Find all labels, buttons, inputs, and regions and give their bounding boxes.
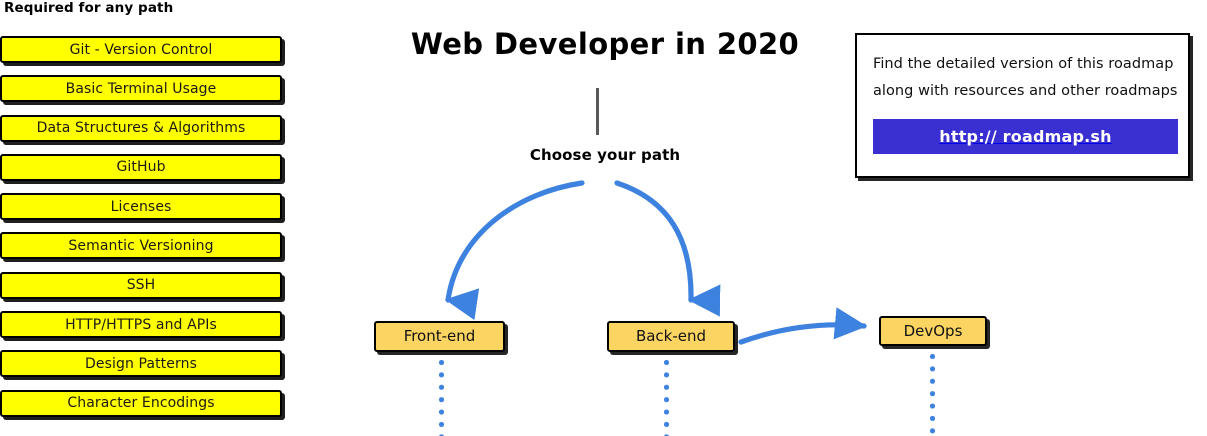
choose-your-path-label: Choose your path	[529, 146, 681, 164]
required-topic-item[interactable]: Licenses	[0, 193, 282, 221]
required-section-heading: Required for any path	[4, 0, 174, 16]
required-topic-item[interactable]: Character Encodings	[0, 389, 282, 417]
path-node-front-end[interactable]: Front-end	[374, 321, 505, 352]
roadmap-link-button[interactable]: http:// roadmap.sh	[873, 119, 1178, 154]
arrow-to-backend	[614, 180, 721, 317]
path-node-devops[interactable]: DevOps	[879, 316, 987, 346]
required-topic-item[interactable]: GitHub	[0, 153, 282, 181]
arrow-to-frontend	[444, 180, 585, 321]
required-topic-item[interactable]: Data Structures & Algorithms	[0, 114, 282, 142]
required-topic-label: Design Patterns	[85, 355, 197, 372]
path-node-back-end[interactable]: Back-end	[607, 321, 735, 352]
trunk-connector-line	[596, 88, 599, 135]
dotted-stem-devops	[930, 354, 935, 436]
info-card-line-2: along with resources and other roadmaps	[873, 83, 1178, 99]
required-topic-label: Basic Terminal Usage	[65, 80, 217, 97]
required-topic-label: Data Structures & Algorithms	[36, 120, 246, 137]
required-for-any-path-section: Required for any path Git - Version Cont…	[0, 0, 292, 436]
info-card: Find the detailed version of this roadma…	[855, 33, 1190, 178]
required-topic-item[interactable]: Git - Version Control	[0, 36, 282, 63]
path-node-label: Front-end	[403, 327, 476, 345]
required-topic-item[interactable]: HTTP/HTTPS and APIs	[0, 311, 282, 339]
required-topic-label: SSH	[126, 277, 156, 294]
required-topic-label: Licenses	[110, 198, 172, 215]
dotted-stem-back-end	[664, 360, 669, 436]
required-topic-item[interactable]: Basic Terminal Usage	[0, 75, 282, 103]
required-topic-item[interactable]: Design Patterns	[0, 350, 282, 378]
page-title: Web Developer in 2020	[410, 27, 800, 61]
info-card-line-1: Find the detailed version of this roadma…	[873, 56, 1174, 72]
required-topic-label: HTTP/HTTPS and APIs	[65, 316, 217, 333]
required-topic-label: Semantic Versioning	[68, 237, 214, 254]
roadmap-link-label: http:// roadmap.sh	[939, 127, 1112, 146]
path-node-label: DevOps	[903, 321, 963, 340]
required-topic-item[interactable]: Semantic Versioning	[0, 232, 282, 260]
arrow-backend-to-devops	[738, 307, 868, 345]
dotted-stem-front-end	[439, 360, 444, 436]
required-topic-label: Git - Version Control	[69, 41, 213, 58]
path-node-label: Back-end	[635, 327, 707, 345]
required-topic-label: Character Encodings	[67, 395, 215, 412]
required-topic-item[interactable]: SSH	[0, 271, 282, 299]
required-topic-label: GitHub	[116, 159, 166, 176]
required-topics-list: Git - Version Control Basic Terminal Usa…	[0, 36, 292, 429]
